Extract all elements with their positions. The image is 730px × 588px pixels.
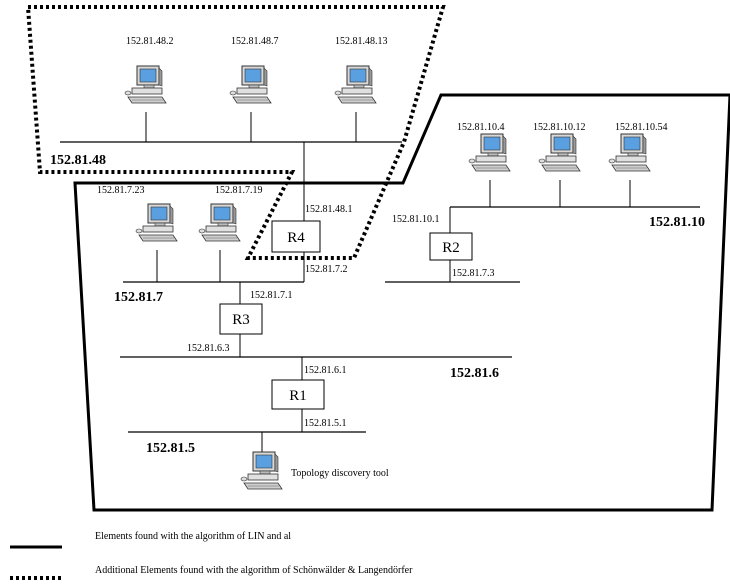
computer-icon [538,133,581,172]
interface-label: 152.81.7.1 [250,290,293,301]
interface-label: 152.81.5.1 [304,418,347,429]
network-label: 152.81.5 [146,441,195,456]
interface-label: 152.81.6.1 [304,365,347,376]
interface-label: 152.81.6.3 [187,343,230,354]
router-r1-label: R1 [289,388,307,404]
dotted-discovered-region [25,5,446,260]
computer-icon [124,65,167,104]
router-r4-label: R4 [287,230,305,246]
router-r1 [271,379,325,410]
network-label: 152.81.48 [50,153,106,168]
network-label: 152.81.6 [450,366,499,381]
host-label: 152.81.48.13 [335,36,388,47]
host-label: 152.81.10.54 [615,122,668,133]
host-label: 152.81.48.7 [231,36,279,47]
interface-label: 152.81.10.1 [392,214,440,225]
router-r4 [271,220,321,253]
host-label: 152.81.7.23 [97,185,145,196]
network-label: 152.81.7 [114,290,163,305]
computer-icon [198,203,241,242]
solid-discovered-region [73,93,730,512]
host-label: 152.81.10.4 [457,122,505,133]
computer-icon [229,65,272,104]
computer-icon [240,451,283,490]
computer-icon [608,133,651,172]
legend-solid-label: Elements found with the algorithm of LIN… [95,531,291,542]
interface-label: 152.81.7.3 [452,268,495,279]
computer-icon [468,133,511,172]
topology-tool-label: Topology discovery tool [291,468,389,479]
network-label: 152.81.10 [649,215,705,230]
router-r2 [429,232,473,261]
router-r2-label: R2 [442,240,460,256]
computer-icon [135,203,178,242]
router-r3-label: R3 [232,312,250,328]
router-r3 [219,303,263,335]
host-label: 152.81.10.12 [533,122,586,133]
computer-icon [334,65,377,104]
host-label: 152.81.48.2 [126,36,174,47]
host-label: 152.81.7.19 [215,185,263,196]
legend-dotted-label: Additional Elements found with the algor… [95,565,413,576]
interface-label: 152.81.48.1 [305,204,353,215]
interface-label: 152.81.7.2 [305,264,348,275]
